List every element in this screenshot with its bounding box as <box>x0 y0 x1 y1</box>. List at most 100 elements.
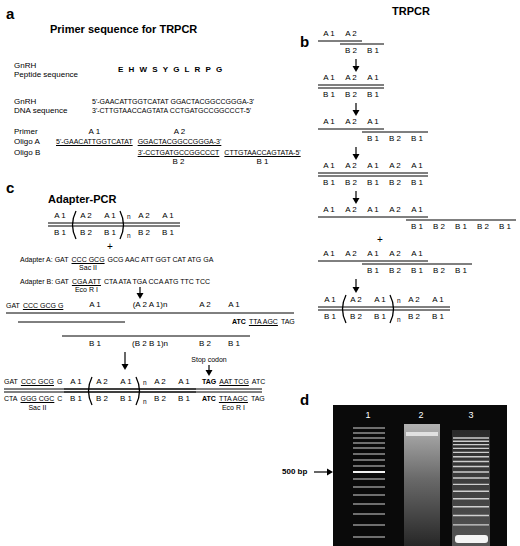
figure-label: B 1 <box>120 395 132 403</box>
figure-label: (B 2 B 1)n <box>132 340 168 348</box>
arrow-shaft <box>124 352 125 366</box>
figure-label: CCC GCG G <box>23 302 63 309</box>
figure-label: 3'-CTTGTAACCAGTATA CCTGATGCCGGCCCT-5' <box>92 107 251 114</box>
figure-label: Peptide sequence <box>14 71 78 79</box>
figure-label: Eco R I <box>222 404 245 411</box>
strand-line <box>318 41 362 42</box>
figure-label: B 1 <box>411 267 423 275</box>
figure-label: B 2 <box>199 340 211 348</box>
figure-label: B 1 <box>70 395 82 403</box>
figure-label: CGA ATT <box>72 278 101 285</box>
arrow-head <box>353 110 360 116</box>
figure-label: C <box>57 395 62 402</box>
figure-label: A 1 <box>411 206 423 214</box>
strand-line <box>362 264 472 265</box>
arrow-head <box>353 66 360 72</box>
figure-label: TTA AGC <box>249 318 278 325</box>
strand-line <box>318 85 384 86</box>
figure-label: CTTGTAACCAGTATA-5' <box>224 149 300 156</box>
figure-label: B 2 <box>433 223 445 231</box>
figure-label: A 1 <box>367 250 379 258</box>
gel-band <box>353 427 385 428</box>
figure-label: TAG <box>251 395 265 402</box>
gel-band <box>453 461 489 462</box>
figure-label: 3 <box>468 411 473 420</box>
figure-label: A 1 <box>89 128 101 136</box>
gel-band <box>453 515 489 516</box>
figure-label: A 1 <box>367 118 379 126</box>
figure-label: B 2 <box>154 395 166 403</box>
figure-label: A 2 <box>174 128 186 136</box>
gel-band <box>353 513 385 514</box>
figure-label: B 1 <box>411 135 423 143</box>
gel-band <box>453 506 489 507</box>
strand-line <box>6 313 294 314</box>
strand-line <box>62 336 250 337</box>
figure-label: A 2 <box>345 162 357 170</box>
figure-label: B 1 <box>367 135 379 143</box>
figure-label: B 2 <box>80 229 92 237</box>
figure-label: Adapter B: GAT <box>20 278 69 285</box>
arrow-head <box>137 293 144 299</box>
figure-label: + <box>107 242 113 252</box>
figure-label: TAG <box>281 318 295 325</box>
figure-label: B 1 <box>54 229 66 237</box>
figure-label: A 1 <box>323 74 335 82</box>
figure-label: n <box>143 380 147 387</box>
figure-label: B 1 <box>89 340 101 348</box>
figure-label: A 2 <box>345 30 357 38</box>
figure-label: B 2 <box>433 267 445 275</box>
figure-label: Sac II <box>79 264 97 271</box>
figure-label: B 1 <box>367 47 379 55</box>
figure-label: A 2 <box>389 250 401 258</box>
figure-label: GAT <box>4 378 18 385</box>
figure-label: A 2 <box>345 206 357 214</box>
figure-label: n <box>397 317 401 324</box>
gel-band <box>453 524 489 525</box>
figure-label: A 1 <box>323 30 335 38</box>
figure-label: A 2 <box>96 378 108 386</box>
strand-line <box>318 176 428 177</box>
figure-label: A 1 <box>228 301 240 309</box>
figure-label: n <box>127 214 131 221</box>
figure-label: A 2 <box>350 296 362 304</box>
figure-label: A 1 <box>104 212 116 220</box>
strand-line <box>318 217 428 218</box>
strand-line <box>18 322 125 323</box>
strand-line <box>318 88 384 89</box>
figure-label: G <box>57 378 62 385</box>
figure-label: Primer sequence for TRPCR <box>50 24 197 35</box>
figure-label: B 1 <box>178 395 190 403</box>
repeat-bracket <box>136 377 140 405</box>
strand-line <box>318 307 450 308</box>
figure-label: A 1 <box>70 378 82 386</box>
gel-band <box>353 459 385 460</box>
repeat-bracket <box>120 211 124 239</box>
figure-label: A 2 <box>345 74 357 82</box>
figure-label: B 1 <box>323 91 335 99</box>
gel-band <box>453 448 489 449</box>
figure-label: A 2 <box>389 162 401 170</box>
strand-line <box>48 223 180 224</box>
gel-band <box>353 447 385 448</box>
arrow-head <box>327 469 333 476</box>
figure-label: B 1 <box>455 223 467 231</box>
figure-label: 5'-GAACATTGGTCATAT GGACTACGGCCGGGA-3' <box>92 98 254 105</box>
figure-label: A 1 <box>323 206 335 214</box>
figure-label: A 1 <box>432 296 444 304</box>
figure-label: ATC <box>202 395 216 402</box>
figure-label: A 1 <box>323 250 335 258</box>
figure-label: A 2 <box>80 212 92 220</box>
figure-label: A 2 <box>138 212 150 220</box>
strand-line <box>318 310 450 311</box>
figure-label: A 1 <box>89 301 101 309</box>
figure-label: n <box>127 233 131 240</box>
figure-label: 5'-GAACATTGGTCATAT <box>56 138 133 145</box>
figure-label: B 1 <box>432 313 444 321</box>
figure-label: + <box>377 235 383 245</box>
figure-label: b <box>300 34 309 49</box>
figure-label: CTA ATA TGA CCA ATG TTC TCC <box>104 278 210 285</box>
figure-label: TTA AGC <box>219 395 248 402</box>
figure-label: a <box>6 6 14 21</box>
gel-band <box>453 441 489 442</box>
